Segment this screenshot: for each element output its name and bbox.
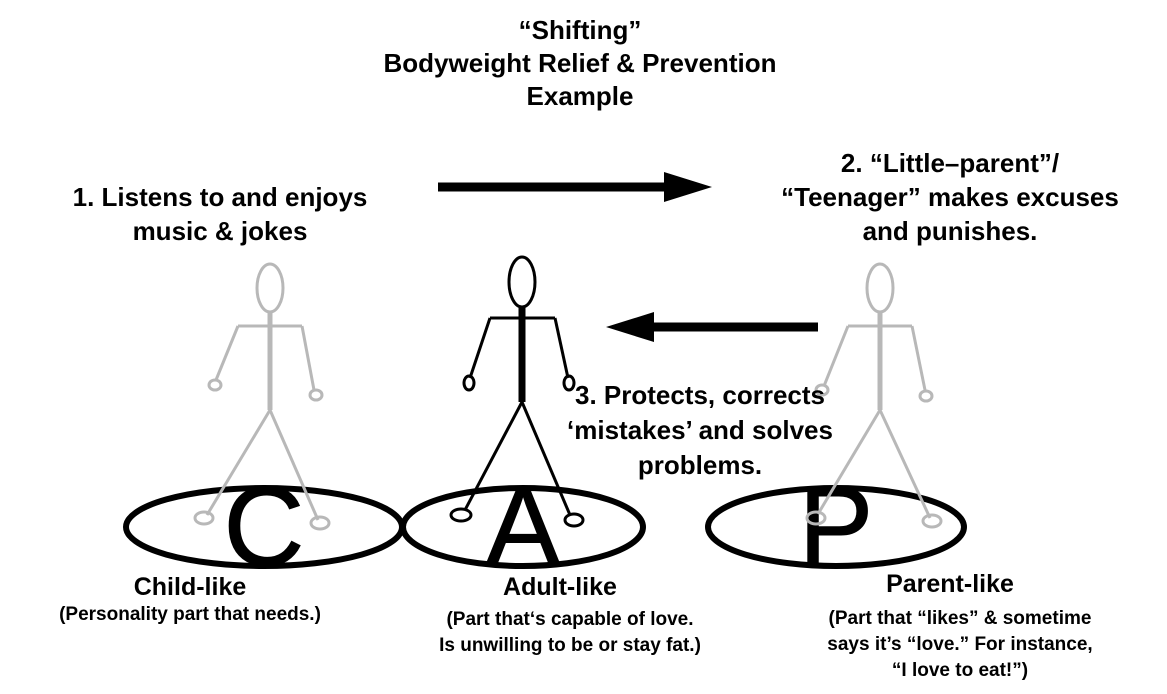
arrow-left — [606, 312, 818, 342]
step-2-line-2: “Teenager” makes excuses — [740, 180, 1160, 214]
step-2-text: 2. “Little–parent”/ “Teenager” makes exc… — [740, 146, 1160, 248]
child-description: (Personality part that needs.) — [0, 602, 380, 628]
child-desc-line-1: (Personality part that needs.) — [0, 602, 380, 628]
parent-description: (Part that “likes” & sometime says it’s … — [770, 606, 1150, 684]
step-3-line-3: problems. — [520, 448, 880, 483]
parent-desc-line-1: (Part that “likes” & sometime — [770, 606, 1150, 632]
step-3-line-2: ‘mistakes’ and solves — [520, 413, 880, 448]
arrow-right — [438, 172, 712, 202]
adult-desc-line-1: (Part that‘s capable of love. — [380, 607, 760, 633]
step-1-line-2: music & jokes — [10, 214, 430, 248]
parent-desc-line-3: “I love to eat!”) — [770, 658, 1150, 684]
adult-desc-line-2: Is unwilling to be or stay fat.) — [380, 633, 760, 659]
step-3-text: 3. Protects, corrects ‘mistakes’ and sol… — [520, 378, 880, 483]
child-letter: C — [224, 464, 305, 589]
parent-desc-line-2: says it’s “love.” For instance, — [770, 632, 1150, 658]
parent-label: Parent-like — [800, 570, 1100, 599]
step-2-line-3: and punishes. — [740, 214, 1160, 248]
child-label: Child-like — [60, 573, 320, 602]
step-1-text: 1. Listens to and enjoys music & jokes — [10, 180, 430, 248]
adult-description: (Part that‘s capable of love. Is unwilli… — [380, 607, 760, 659]
step-2-line-1: 2. “Little–parent”/ — [740, 146, 1160, 180]
step-1-line-1: 1. Listens to and enjoys — [10, 180, 430, 214]
adult-label: Adult-like — [410, 573, 710, 602]
step-3-line-1: 3. Protects, corrects — [520, 378, 880, 413]
